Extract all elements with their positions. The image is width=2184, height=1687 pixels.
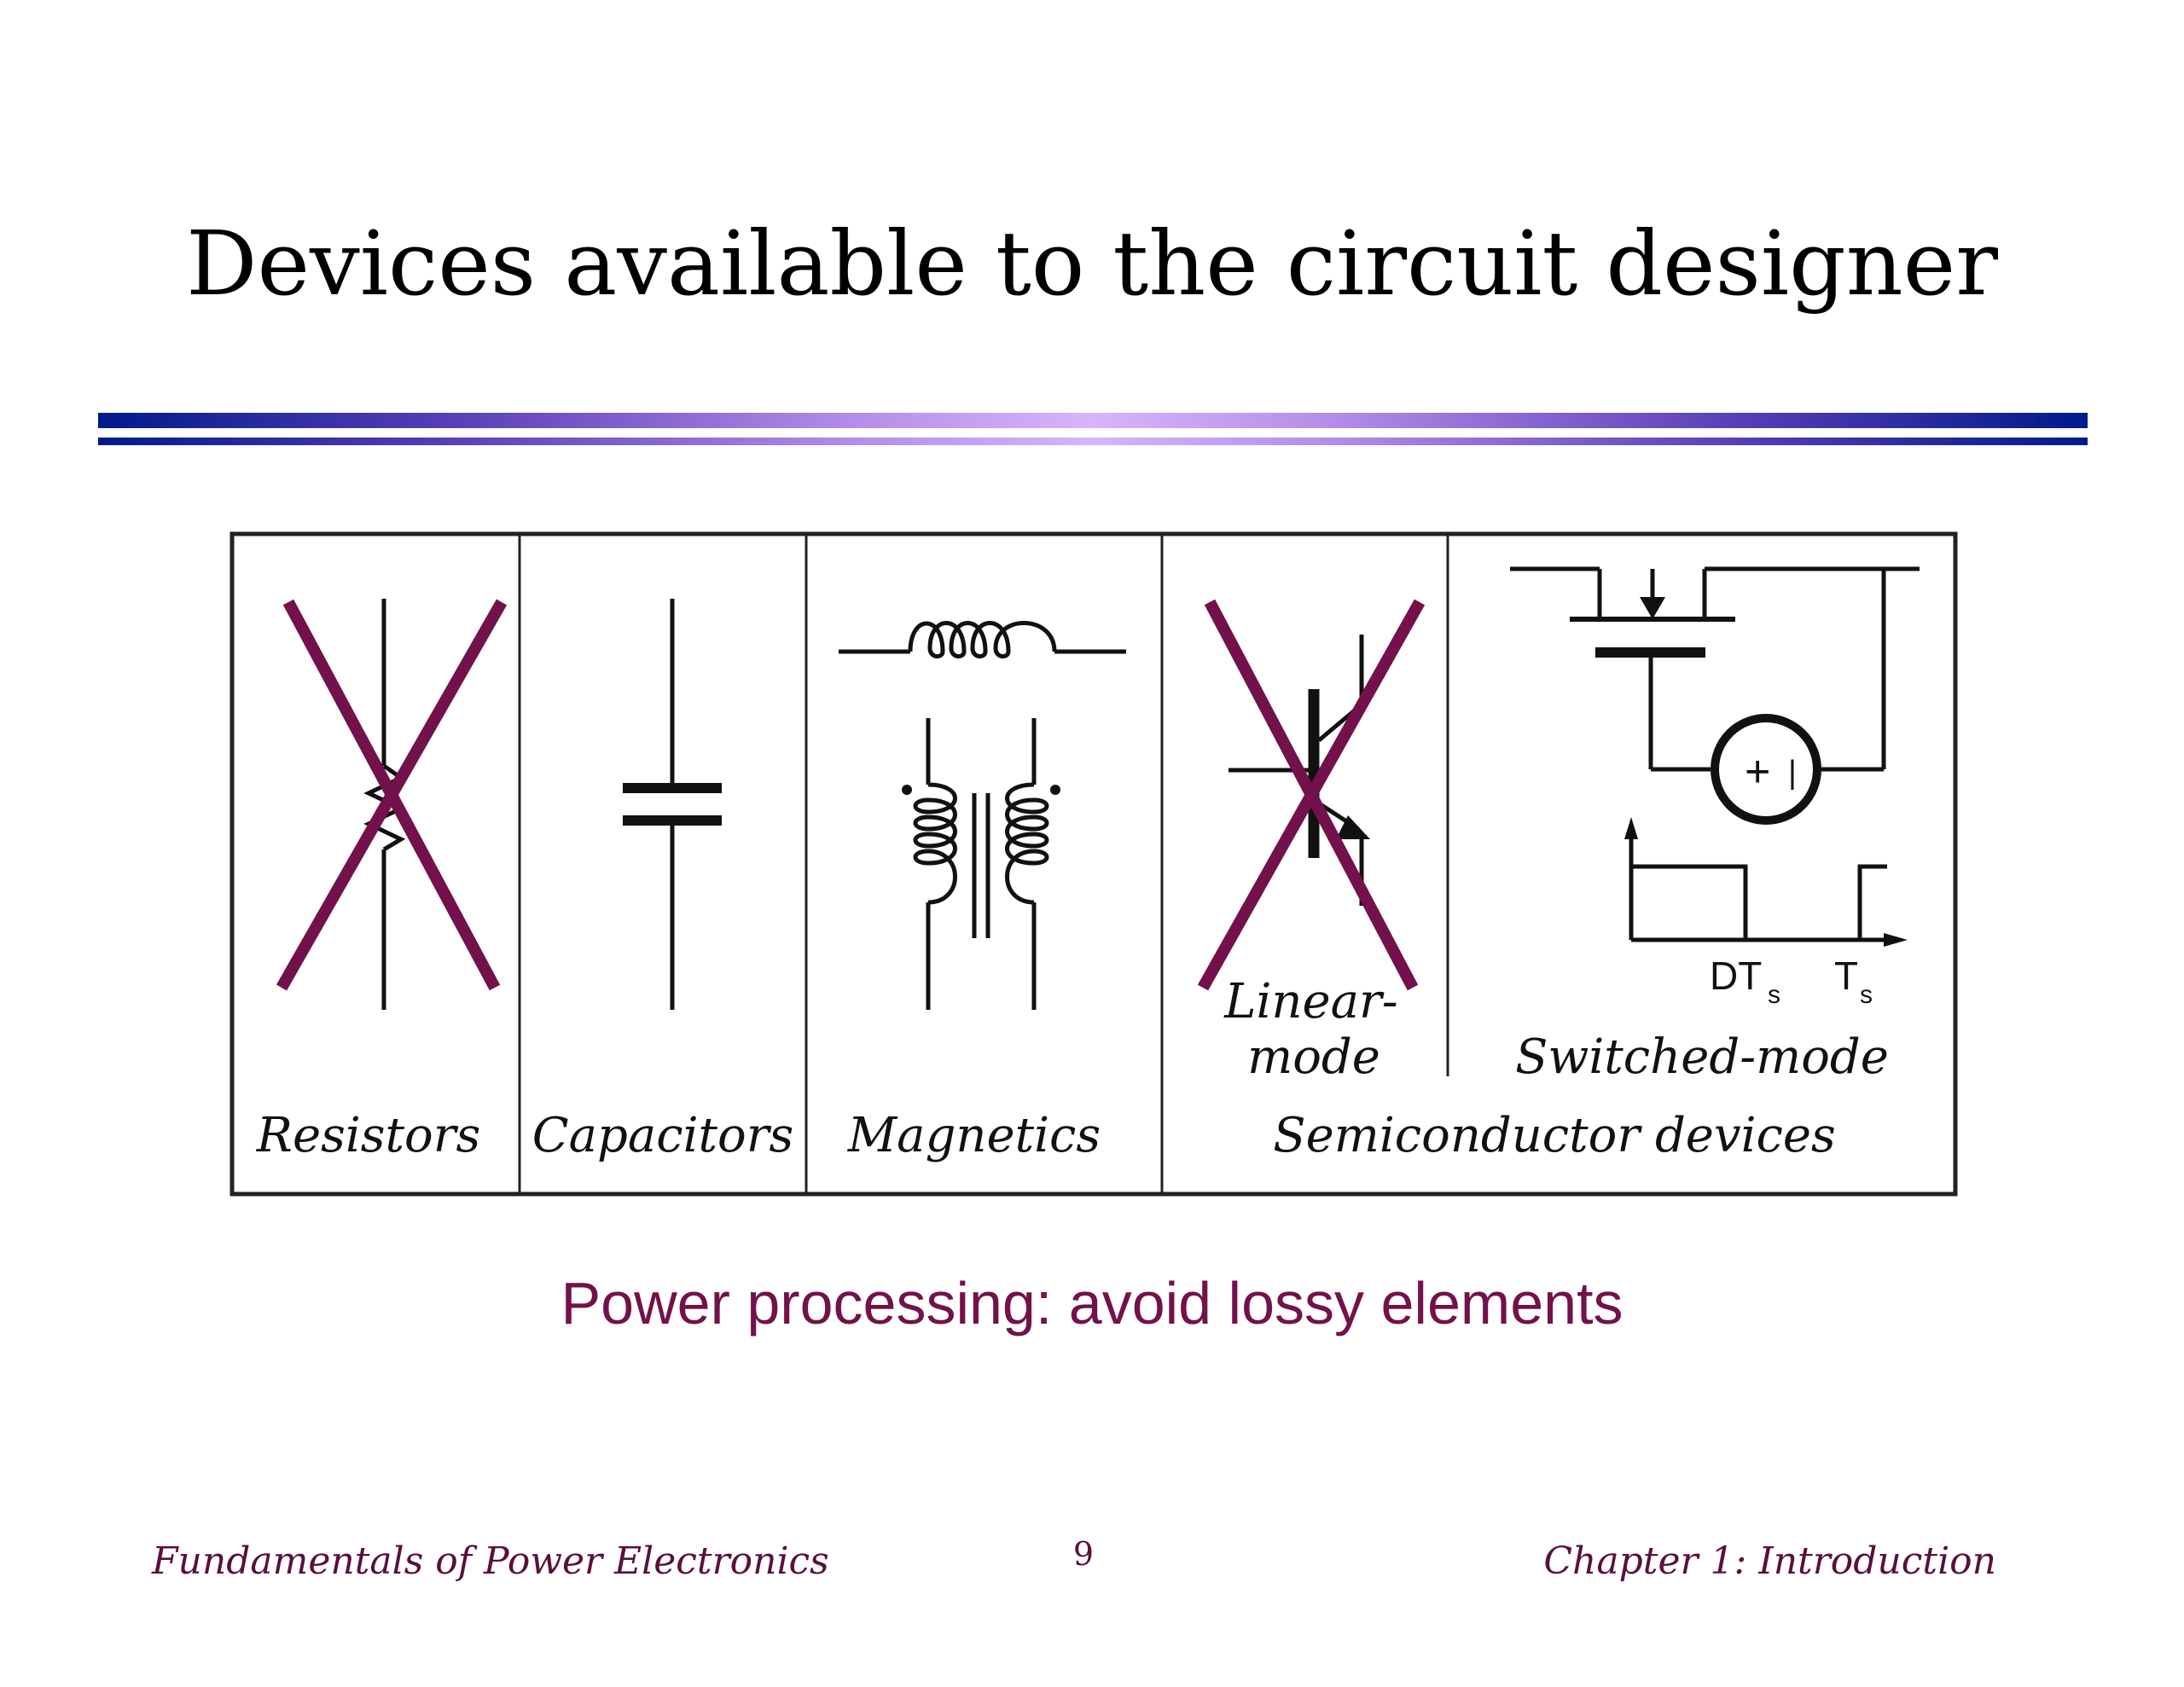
waveform-label-dt-subscript: s xyxy=(1768,981,1780,1009)
source-plus-symbol: + xyxy=(1745,747,1770,797)
column-label-capacitors: Capacitors xyxy=(532,1108,793,1163)
mosfet-symbol xyxy=(1510,566,1920,825)
slide-title: Devices available to the circuit designe… xyxy=(186,212,1998,316)
pwm-waveform xyxy=(1629,829,1896,942)
transformer-symbol xyxy=(913,718,1049,1010)
column-label-semiconductors: Semiconductor devices xyxy=(1273,1108,1836,1163)
slide-subtitle: Power processing: avoid lossy elements xyxy=(561,1270,1623,1336)
waveform-label-t: T xyxy=(1834,954,1858,998)
column-label-magnetics: Magnetics xyxy=(847,1108,1101,1163)
mosfet-body-arrow xyxy=(1640,597,1665,619)
footer-chapter: Chapter 1: Introduction xyxy=(1543,1539,1996,1583)
capacitor-symbol xyxy=(623,599,722,1010)
title-divider-thin-bar xyxy=(98,438,2088,445)
title-divider-bar xyxy=(98,413,2088,428)
resistor-cross xyxy=(276,599,508,991)
column-label-resistors: Resistors xyxy=(256,1108,480,1163)
linear-mode-label-line1: Linear- xyxy=(1223,974,1397,1029)
inductor-symbol xyxy=(839,621,1126,658)
polarity-dot xyxy=(1050,785,1060,795)
waveform-x-arrow xyxy=(1884,933,1908,947)
waveform-label-t-subscript: s xyxy=(1860,981,1873,1009)
polarity-dot xyxy=(902,785,912,795)
source-minus-symbol: | xyxy=(1788,755,1797,791)
diagram-frame xyxy=(229,531,1958,1197)
linear-mode-label-line2: mode xyxy=(1247,1029,1380,1085)
footer-book-title: Fundamentals of Power Electronics xyxy=(152,1539,829,1583)
page-number: 9 xyxy=(1072,1535,1095,1573)
waveform-y-arrow xyxy=(1624,817,1638,839)
switched-mode-label: Switched-mode xyxy=(1515,1029,1889,1085)
linear-mode-cross xyxy=(1197,599,1426,991)
emitter-arrow xyxy=(1336,815,1370,839)
waveform-label-dt: DT xyxy=(1710,954,1762,998)
